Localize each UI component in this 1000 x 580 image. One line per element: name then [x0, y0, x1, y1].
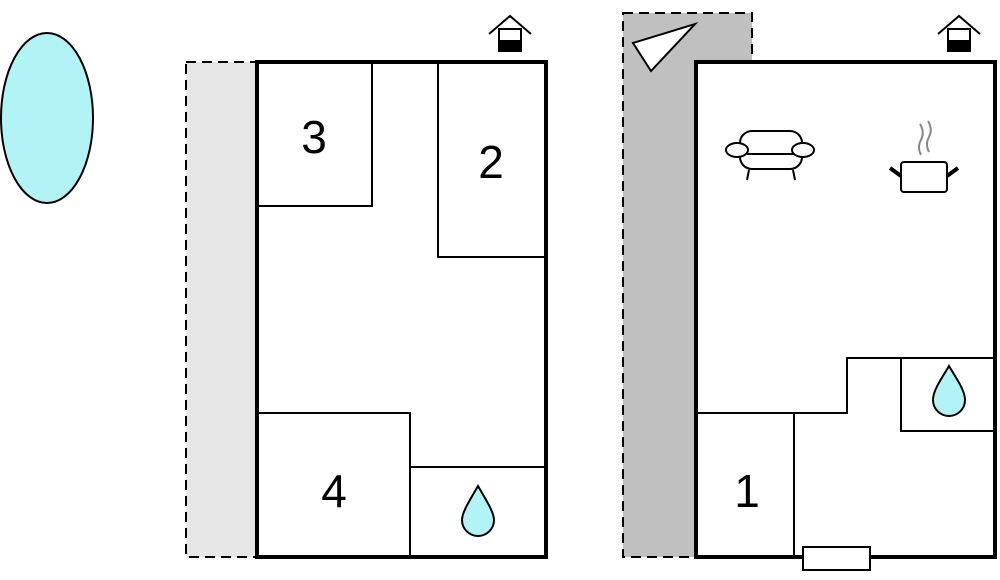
water-drop-icon	[931, 364, 967, 417]
sofa-icon	[725, 130, 815, 181]
room-label: 2	[478, 136, 504, 188]
room-label: 1	[734, 465, 760, 517]
water-drop-icon	[460, 483, 496, 537]
outer-wall	[255, 60, 548, 559]
room-label: 4	[321, 465, 347, 517]
entrance-house-icon	[937, 14, 981, 52]
room-label: 3	[301, 111, 327, 163]
door-icon[interactable]	[802, 546, 871, 571]
pool-icon	[0, 32, 94, 204]
ground-floor-plan: 1	[622, 12, 997, 571]
entrance-house-icon	[488, 14, 532, 52]
cooking-pot-icon	[888, 120, 960, 193]
terrace-area	[185, 61, 258, 558]
upper-floor-plan: 3 2 4	[185, 14, 548, 559]
compass-triangle-icon	[631, 21, 699, 73]
